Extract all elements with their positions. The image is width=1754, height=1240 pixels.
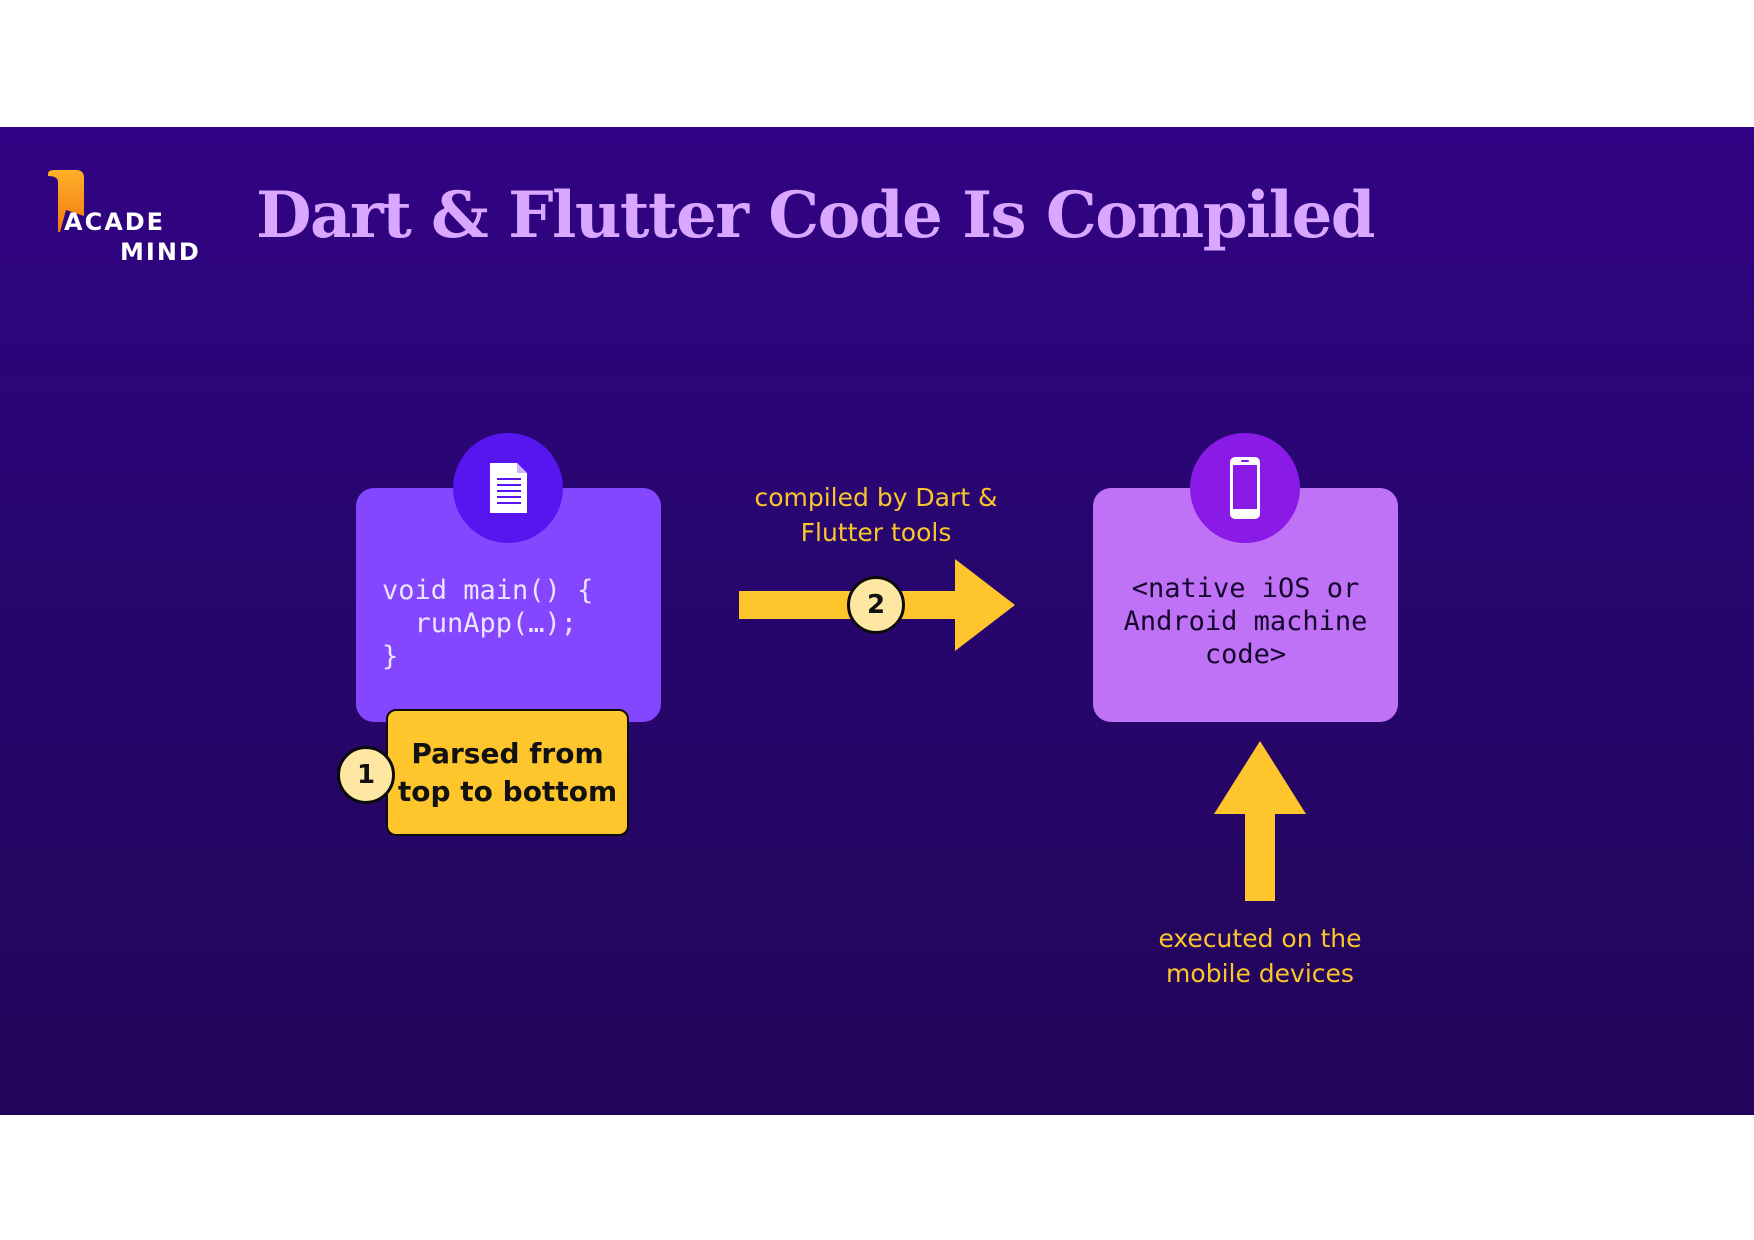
native-code-text: <native iOS or Android machine code> [1123, 573, 1368, 670]
compiled-label: compiled by Dart & Flutter tools [754, 483, 998, 547]
parsed-note: Parsed from top to bottom [386, 709, 629, 836]
source-code-card: void main() { runApp(…); } [356, 488, 661, 722]
logo-text-line1: ACADE [64, 208, 166, 236]
executed-label: executed on the mobile devices [1158, 924, 1362, 988]
document-icon [453, 433, 563, 543]
page-title: Dart & Flutter Code Is Compiled [256, 178, 1376, 253]
logo-mark-icon [48, 170, 84, 232]
phone-icon [1190, 433, 1300, 543]
step-2-badge: 2 [847, 576, 905, 634]
step-1-badge: 1 [337, 746, 395, 804]
execute-arrow [1214, 741, 1306, 901]
logo-text-line2: MIND [120, 238, 201, 266]
source-code-text: void main() { runApp(…); } [382, 575, 594, 672]
academind-logo: ACADE MIND [44, 170, 214, 270]
